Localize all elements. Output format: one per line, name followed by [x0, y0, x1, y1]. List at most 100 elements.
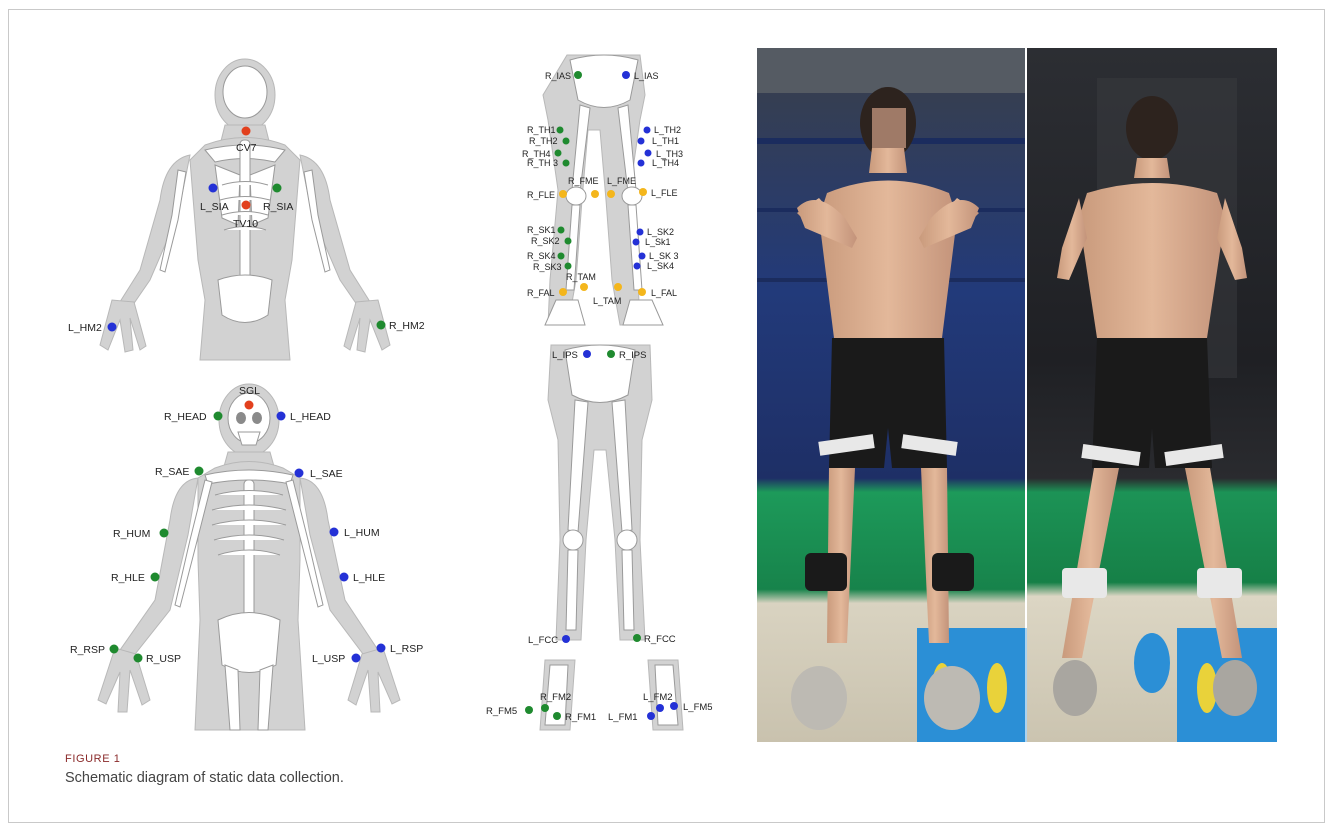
marker-label: R_FM5	[486, 706, 517, 717]
figure-caption: Schematic diagram of static data collect…	[65, 770, 344, 786]
marker-dot	[525, 706, 533, 714]
marker-dot	[151, 573, 160, 582]
marker-dot	[563, 138, 570, 145]
marker-label: R_FME	[568, 176, 599, 186]
marker-label: L_SK4	[647, 261, 674, 271]
marker-label: SGL	[239, 385, 260, 397]
marker-dot	[377, 644, 386, 653]
marker-dot	[580, 283, 588, 291]
marker-label: R_TH1	[527, 125, 556, 135]
marker-label: L_FM5	[683, 702, 713, 713]
marker-dot	[541, 704, 549, 712]
marker-dot	[108, 323, 117, 332]
marker-dot	[134, 654, 143, 663]
marker-dot	[633, 239, 640, 246]
marker-dot	[634, 263, 641, 270]
marker-label: R_SK1	[527, 225, 556, 235]
marker-dot	[574, 71, 582, 79]
marker-dot	[639, 253, 646, 260]
marker-dot	[565, 263, 572, 270]
marker-label: L_IAS	[634, 71, 659, 81]
marker-dot	[670, 702, 678, 710]
marker-dot	[647, 712, 655, 720]
marker-dot	[637, 229, 644, 236]
participant-photo	[757, 48, 1277, 742]
marker-label: R_TH 3	[527, 158, 558, 168]
marker-dot	[565, 238, 572, 245]
marker-dot	[110, 645, 119, 654]
marker-dot	[330, 528, 339, 537]
marker-label: R_RSP	[70, 644, 105, 656]
marker-dot	[558, 227, 565, 234]
marker-dot	[563, 160, 570, 167]
marker-dot	[558, 253, 565, 260]
marker-dot	[209, 184, 218, 193]
marker-dot	[645, 150, 652, 157]
marker-label: R_HM2	[389, 320, 425, 332]
marker-dot	[273, 184, 282, 193]
marker-dot	[555, 150, 562, 157]
marker-label: L_FAL	[651, 288, 677, 298]
marker-dot	[195, 467, 204, 476]
marker-dot	[638, 138, 645, 145]
marker-label: L_FME	[607, 176, 636, 186]
marker-dot	[277, 412, 286, 421]
marker-dot	[557, 127, 564, 134]
marker-label: L_SK 3	[649, 251, 679, 261]
marker-label: L_TH4	[652, 158, 679, 168]
marker-dot	[160, 529, 169, 538]
marker-label: R_SAE	[155, 466, 189, 478]
marker-label: R_FM1	[565, 712, 596, 723]
marker-label: R_FM2	[540, 692, 571, 703]
marker-dot	[559, 288, 567, 296]
marker-label: R_IPS	[619, 350, 646, 361]
marker-dot	[377, 321, 386, 330]
marker-dot	[583, 350, 591, 358]
posterior-lower-limb-illustration	[540, 345, 683, 730]
marker-dot	[638, 160, 645, 167]
marker-label: R_HUM	[113, 528, 150, 540]
marker-dot	[245, 401, 254, 410]
marker-dot	[295, 469, 304, 478]
marker-dot	[242, 127, 251, 136]
marker-label: R_FLE	[527, 190, 555, 200]
marker-dot	[607, 190, 615, 198]
marker-label: R_TH2	[529, 136, 558, 146]
marker-label: CV7	[236, 142, 257, 154]
marker-dot	[638, 288, 646, 296]
marker-label: L_Sk1	[645, 237, 671, 247]
marker-label: R_SK4	[527, 251, 556, 261]
marker-label: L_SAE	[310, 468, 343, 480]
posterior-upper-body-illustration	[100, 59, 390, 360]
marker-label: L_FCC	[528, 635, 558, 646]
marker-dot	[352, 654, 361, 663]
marker-dot	[639, 188, 647, 196]
marker-label: R_SK2	[531, 236, 560, 246]
marker-label: R_FCC	[644, 634, 676, 645]
marker-label: R_SIA	[263, 201, 293, 213]
marker-label: L_IPS	[552, 350, 578, 361]
marker-label: R_HEAD	[164, 411, 207, 423]
marker-label: R_IAS	[545, 71, 571, 81]
marker-dot	[614, 283, 622, 291]
marker-label: R_USP	[146, 653, 181, 665]
marker-dot	[553, 712, 561, 720]
marker-label: TV10	[233, 218, 258, 230]
marker-dot	[562, 635, 570, 643]
anterior-skeleton-illustration	[98, 384, 400, 730]
marker-dot	[340, 573, 349, 582]
marker-label: L_HUM	[344, 527, 380, 539]
marker-label: R_SK3	[533, 262, 562, 272]
marker-dot	[656, 704, 664, 712]
marker-label: L_FM1	[608, 712, 638, 723]
marker-dot	[214, 412, 223, 421]
figure-label: FIGURE 1	[65, 753, 121, 765]
marker-label: R_TAM	[566, 272, 596, 282]
marker-dot	[633, 634, 641, 642]
marker-label: L_HM2	[68, 322, 102, 334]
marker-label: L_TAM	[593, 296, 621, 306]
marker-label: L_FLE	[651, 188, 678, 198]
marker-label: L_RSP	[390, 643, 423, 655]
marker-dot	[591, 190, 599, 198]
marker-dot	[559, 190, 567, 198]
